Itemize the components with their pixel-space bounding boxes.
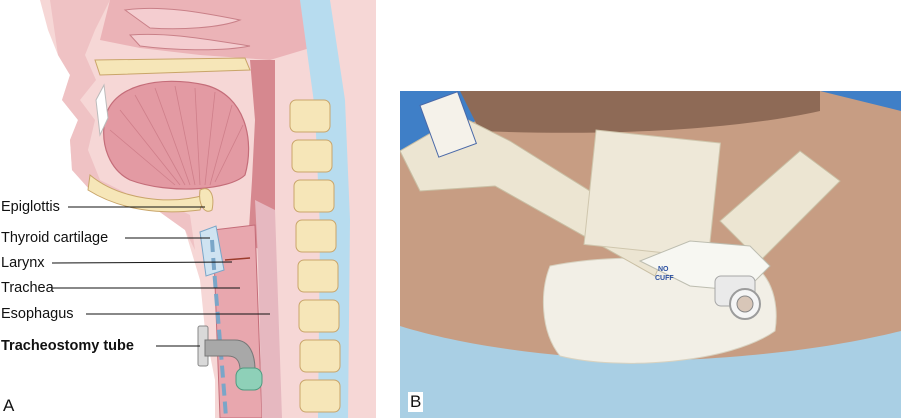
tube-print-no: NO (658, 266, 669, 273)
airway-sagittal-illustration (40, 0, 376, 418)
cervical-vertebrae (289, 99, 341, 413)
teeth (95, 83, 109, 137)
label-trachea: Trachea (1, 280, 54, 296)
label-thyroid-cartilage: Thyroid cartilage (1, 230, 109, 246)
neck-shadow (460, 91, 820, 133)
larynx-marker (224, 257, 251, 261)
tracheal-rings (210, 239, 228, 418)
panel-letter-a: A (3, 396, 15, 415)
label-esophagus: Esophagus (1, 306, 74, 322)
label-larynx: Larynx (1, 255, 45, 271)
mesh-pad (583, 129, 721, 259)
nasal-turbinates (123, 7, 251, 51)
label-epiglottis: Epiglottis (1, 199, 60, 215)
tube-opening-inner (736, 295, 754, 313)
panel-letter-b: B (408, 392, 424, 412)
tongue (103, 80, 250, 190)
panel-a-anatomy-illustration: Epiglottis Thyroid cartilage Larynx Trac… (0, 0, 376, 418)
epiglottis-shape (199, 188, 214, 212)
tongue-muscle-lines (109, 85, 244, 186)
tie-label-strip (419, 91, 478, 158)
hard-palate (94, 57, 251, 76)
leader-lines (51, 206, 270, 347)
tube-print-cuff: CUFF (655, 275, 674, 282)
tracheostomy-tube-illustration (197, 325, 263, 391)
label-tracheostomy-tube: Tracheostomy tube (1, 338, 134, 354)
face-profile (50, 0, 195, 250)
pharynx (248, 60, 275, 250)
esophagus-shape (255, 200, 282, 418)
panel-b-tracheostomy-photo: NO CUFF B (400, 91, 901, 418)
tracheostomy-photo-illustration (400, 91, 901, 418)
blue-drape (400, 326, 901, 418)
